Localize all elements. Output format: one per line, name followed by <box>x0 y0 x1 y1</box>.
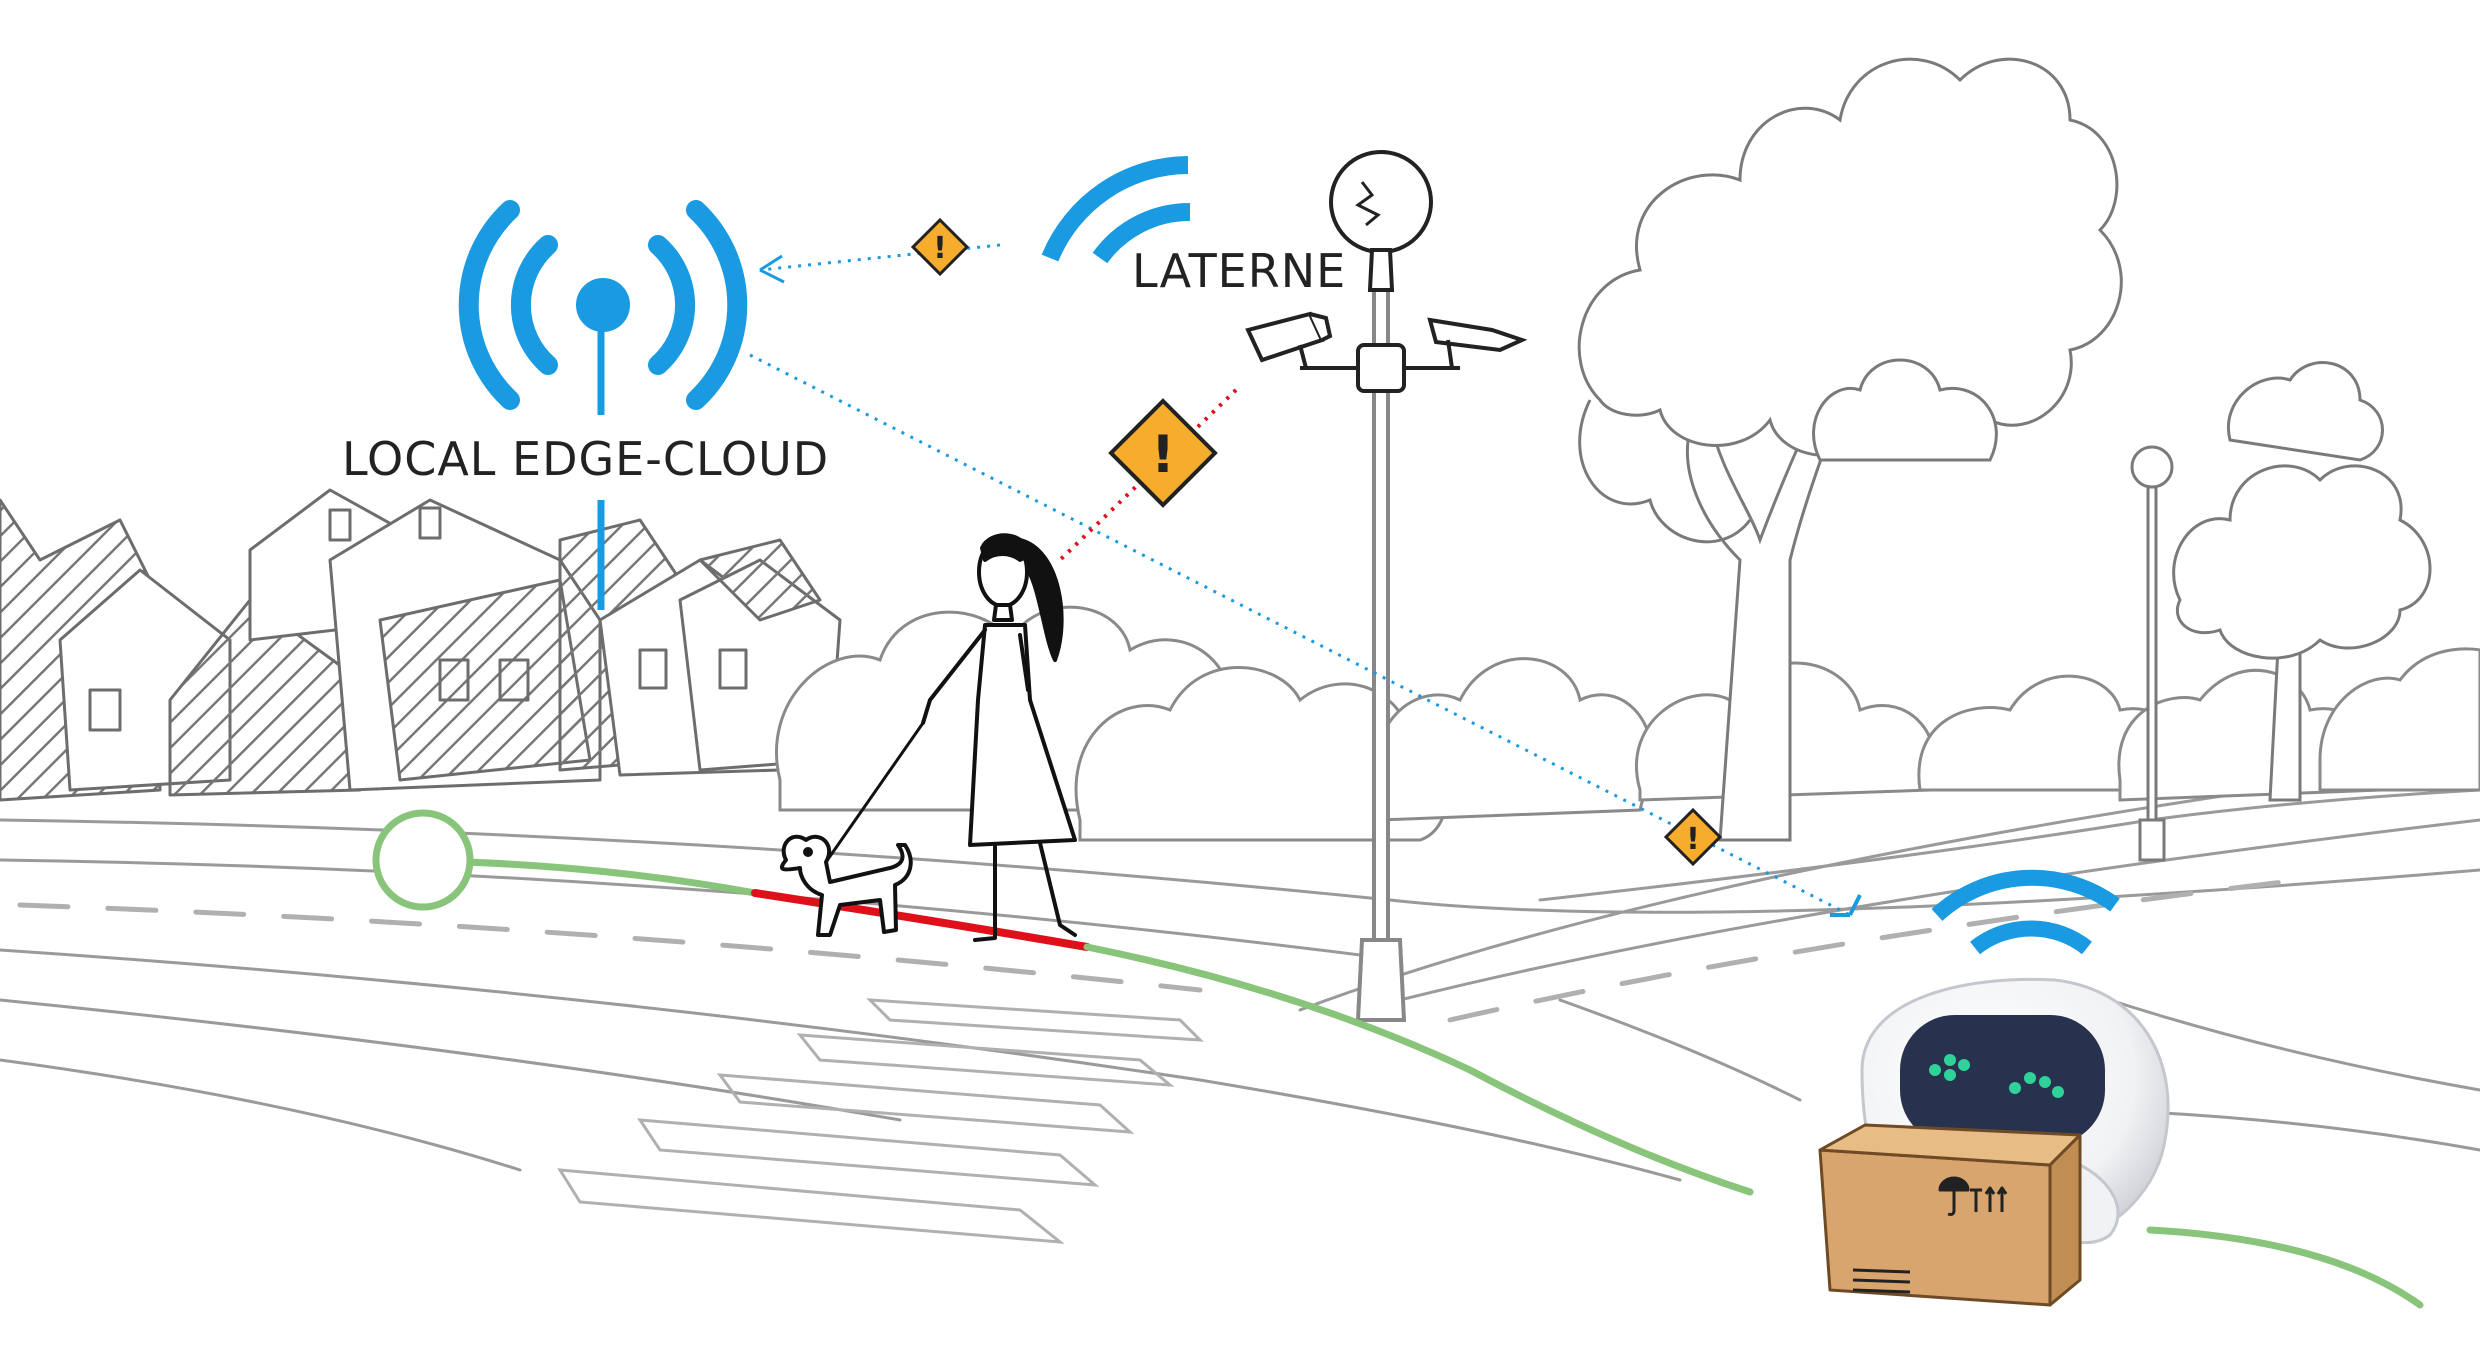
warning-icon: ! <box>1111 401 1215 505</box>
edge-cloud-label: LOCAL EDGE-CLOUD <box>342 432 829 486</box>
security-camera-icon <box>1430 320 1522 368</box>
dog <box>782 837 911 935</box>
route-start-node <box>376 813 470 907</box>
warning-icon: ! <box>1666 810 1720 864</box>
security-camera-icon <box>1248 314 1330 368</box>
package-icon <box>1820 1125 2080 1305</box>
warning-icon: ! <box>913 220 967 274</box>
buildings <box>0 490 840 800</box>
lamp-label: LATERNE <box>1132 244 1346 298</box>
svg-text:!: ! <box>933 231 947 266</box>
wifi-signal-icon <box>1937 878 2115 948</box>
svg-text:!: ! <box>1151 425 1175 485</box>
svg-text:!: ! <box>1686 822 1700 857</box>
